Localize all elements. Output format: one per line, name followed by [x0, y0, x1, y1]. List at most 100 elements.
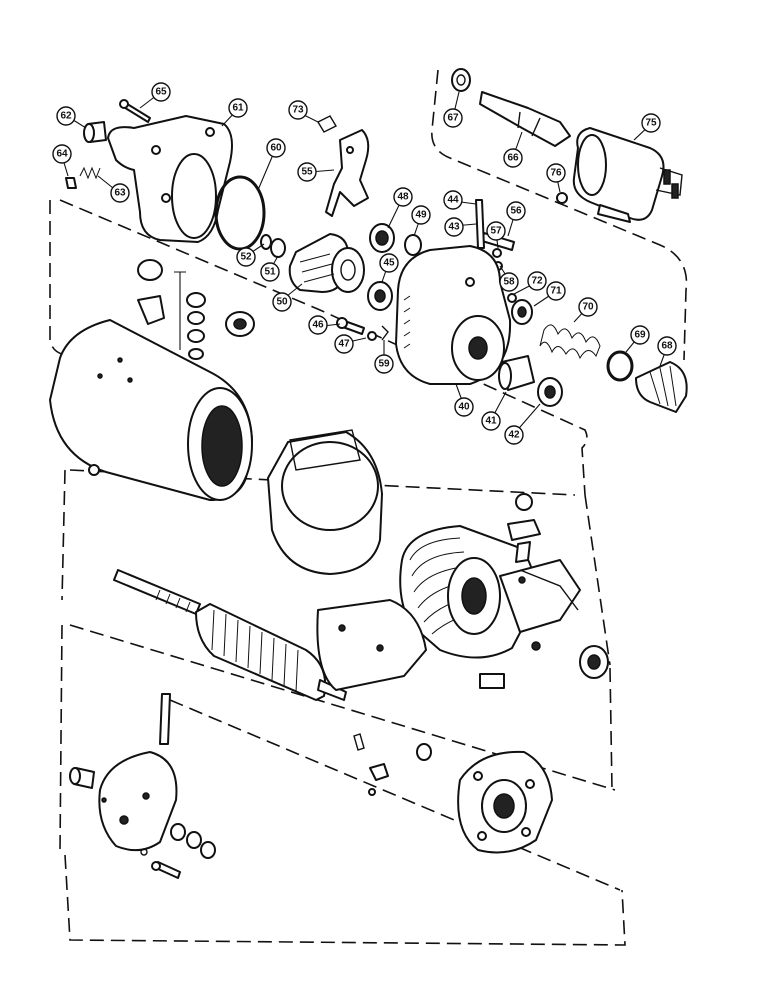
callout-67: 67 [443, 108, 463, 128]
callout-46-label: 46 [312, 320, 324, 331]
callout-43-label: 43 [448, 222, 460, 233]
callout-50-label: 50 [276, 297, 288, 308]
insulator-strip [479, 673, 505, 689]
shift-lever-55 [325, 129, 370, 217]
drive-housing-group [65, 99, 688, 413]
callout-65-label: 65 [155, 87, 167, 98]
solenoid-group-outline [431, 69, 688, 361]
callout-44: 44 [443, 190, 463, 210]
callout-67-label: 67 [447, 113, 459, 124]
end-plate [98, 751, 178, 852]
callout-42-label: 42 [508, 430, 520, 441]
end-frame-group-outline [64, 699, 626, 946]
callout-72-label: 72 [531, 276, 543, 287]
callout-48-label: 48 [397, 192, 409, 203]
callout-64: 64 [52, 144, 72, 164]
callout-76-label: 76 [550, 168, 562, 179]
callout-72: 72 [527, 271, 547, 291]
retainer-52 [260, 234, 272, 250]
callout-60: 60 [266, 138, 286, 158]
callout-62-label: 62 [60, 111, 72, 122]
callout-55: 55 [297, 162, 317, 182]
boot-68 [635, 361, 688, 413]
callout-40: 40 [454, 397, 474, 417]
pin [159, 693, 171, 745]
o-ring-60 [214, 175, 266, 251]
plug-64 [65, 177, 77, 189]
callout-49-label: 49 [415, 210, 427, 221]
callout-51: 51 [260, 262, 280, 282]
callout-63: 63 [110, 183, 130, 203]
callout-59: 59 [374, 354, 394, 374]
end-frame-group [69, 693, 553, 879]
callout-59-label: 59 [378, 359, 390, 370]
callout-55-label: 55 [301, 167, 313, 178]
washer-51 [270, 238, 286, 258]
o-ring-49 [404, 234, 422, 256]
callout-71-label: 71 [550, 286, 562, 297]
screw-76 [556, 192, 568, 204]
callout-52-label: 52 [240, 252, 252, 263]
plunger-66 [479, 91, 571, 147]
terminal-nut [515, 493, 533, 511]
callout-44-label: 44 [447, 195, 459, 206]
ball-72 [507, 293, 517, 303]
callout-61-label: 61 [232, 103, 244, 114]
callout-76: 76 [546, 163, 566, 183]
callout-66: 66 [503, 148, 523, 168]
insulating-band [267, 431, 383, 575]
callout-69-label: 69 [634, 330, 646, 341]
callout-73-label: 73 [292, 105, 304, 116]
armature-shaft [113, 569, 201, 615]
spring-70 [539, 324, 601, 360]
callouts: 65 62 61 73 60 55 64 63 52 51 50 48 49 4… [52, 82, 677, 445]
callout-68: 68 [657, 336, 677, 356]
callout-45-label: 45 [383, 258, 395, 269]
spring-63 [79, 166, 101, 180]
terminal-washer [507, 519, 541, 541]
callout-68-label: 68 [661, 341, 673, 352]
callout-45: 45 [379, 253, 399, 273]
callout-58: 58 [499, 272, 519, 292]
callout-66-label: 66 [507, 153, 519, 164]
callout-48: 48 [393, 187, 413, 207]
callout-57: 57 [486, 221, 506, 241]
callout-52: 52 [236, 247, 256, 267]
callout-71: 71 [546, 281, 566, 301]
frame-screw [88, 464, 100, 476]
callout-49: 49 [411, 205, 431, 225]
callout-58-label: 58 [503, 277, 515, 288]
clip-59 [381, 325, 389, 341]
washer-67 [451, 68, 471, 92]
callout-51-label: 51 [264, 267, 276, 278]
armature-group [113, 569, 427, 701]
callout-63-label: 63 [114, 188, 126, 199]
pin-43 [475, 199, 485, 249]
washer-47 [367, 331, 377, 341]
callout-64-label: 64 [56, 149, 68, 160]
callout-41: 41 [481, 411, 501, 431]
callout-62: 62 [56, 106, 76, 126]
callout-46: 46 [308, 315, 328, 335]
callout-69: 69 [630, 325, 650, 345]
callout-70: 70 [578, 297, 598, 317]
callout-57-label: 57 [490, 226, 502, 237]
callout-43: 43 [444, 217, 464, 237]
washer-57 [492, 248, 502, 258]
callout-75: 75 [641, 113, 661, 133]
callout-70-label: 70 [582, 302, 594, 313]
frame-group [49, 319, 609, 689]
callout-41-label: 41 [485, 416, 497, 427]
pin-73 [317, 115, 337, 133]
callout-73: 73 [288, 100, 308, 120]
ring-69 [606, 350, 634, 382]
callout-75-label: 75 [645, 118, 657, 129]
callout-60-label: 60 [270, 143, 282, 154]
callout-42: 42 [504, 425, 524, 445]
solenoid-group [451, 68, 683, 271]
callout-40-label: 40 [458, 402, 470, 413]
callout-50: 50 [272, 292, 292, 312]
callout-65: 65 [151, 82, 171, 102]
callout-47-label: 47 [338, 339, 350, 350]
